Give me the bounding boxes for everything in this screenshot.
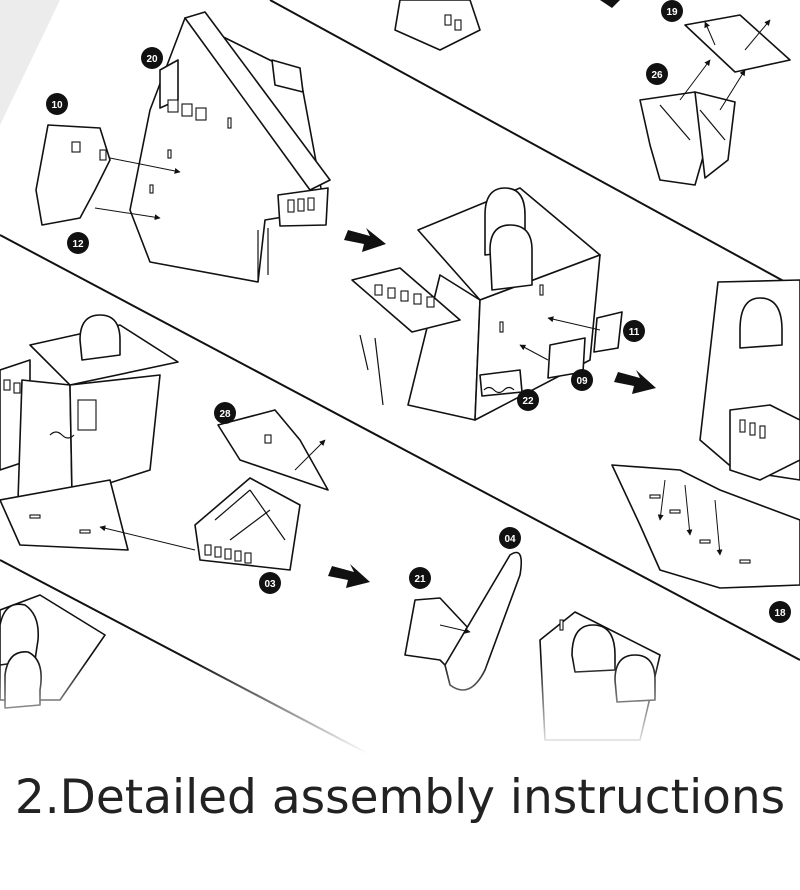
svg-text:11: 11 [629, 327, 640, 338]
assembly-illustration: 20 10 12 19 26 11 09 22 28 03 21 04 [0, 0, 800, 760]
badge-09: 09 [571, 369, 593, 391]
badge-11: 11 [623, 320, 645, 342]
step-left-house [0, 314, 179, 551]
badge-03: 03 [259, 572, 281, 594]
badge-21: 21 [409, 567, 431, 589]
flow-arrow-2 [614, 370, 656, 394]
badge-26: 26 [646, 63, 668, 85]
step-house-balcony [351, 187, 623, 421]
svg-text:10: 10 [51, 100, 63, 111]
part-28-piece [217, 409, 329, 491]
step-house-on-base [611, 279, 800, 589]
badge-22: 22 [517, 389, 539, 411]
part-10-panel [35, 124, 181, 226]
svg-text:18: 18 [774, 608, 786, 619]
svg-text:21: 21 [414, 574, 426, 585]
corner-shade [0, 0, 60, 125]
svg-text:04: 04 [504, 534, 516, 545]
svg-text:19: 19 [666, 7, 678, 18]
badge-04: 04 [499, 527, 521, 549]
badge-10: 10 [46, 93, 68, 115]
part-03-truss [99, 477, 301, 571]
band-divider-1 [269, 0, 800, 291]
flow-arrow-1 [344, 228, 386, 252]
caption-heading: 2.Detailed assembly instructions [14, 770, 786, 825]
badge-28: 28 [214, 402, 236, 424]
svg-text:26: 26 [651, 70, 663, 81]
band-divider-2 [0, 234, 800, 661]
badge-18: 18 [769, 601, 791, 623]
flow-arrow-3 [328, 564, 370, 588]
svg-text:20: 20 [146, 54, 158, 65]
svg-text:03: 03 [264, 579, 276, 590]
step-building-main [129, 11, 331, 283]
svg-text:28: 28 [219, 409, 231, 420]
badge-12: 12 [67, 232, 89, 254]
step-top-right [394, 0, 791, 186]
badge-19: 19 [661, 0, 683, 22]
svg-text:12: 12 [72, 239, 84, 250]
bottom-fade [0, 660, 800, 770]
svg-text:09: 09 [576, 376, 588, 387]
svg-text:22: 22 [522, 396, 534, 407]
badge-20: 20 [141, 47, 163, 69]
